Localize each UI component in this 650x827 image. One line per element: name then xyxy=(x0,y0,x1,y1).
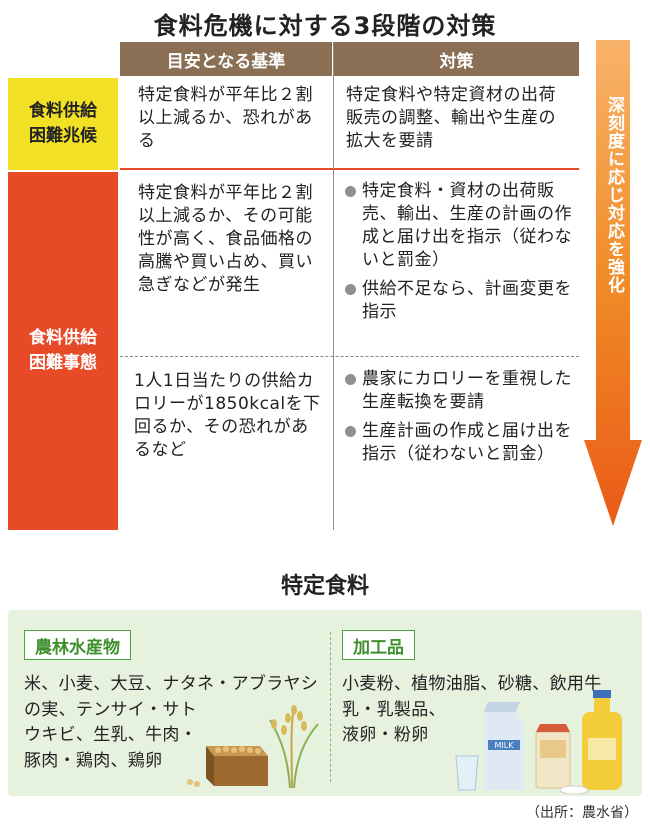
section-title: 特定食料 xyxy=(280,574,369,599)
stage-label-warning: 食料供給 困難兆候 xyxy=(8,78,118,170)
column-divider xyxy=(333,42,334,530)
severity-arrow xyxy=(584,40,642,526)
measures-list-crisis-1: 特定食料・資材の出荷販売、輸出、生産の計画の作成と届け出を指示（従わないと罰金）… xyxy=(342,180,574,330)
item-line: 乳・乳製品、 xyxy=(342,699,446,720)
criteria-cell-crisis-2: 1人1日当たりの供給カロリーが1850kcalを下回るか、その恐れがあるなど xyxy=(134,371,321,460)
dashed-row-divider xyxy=(120,356,579,357)
measure-item: 特定食料・資材の出荷販売、輸出、生産の計画の作成と届け出を指示（従わないと罰金） xyxy=(342,180,574,272)
item-line: 米、小麦、大豆、ナタネ・アブラヤシ xyxy=(24,674,319,694)
processed-items: 小麦粉、植物油脂、砂糖、飲用牛 乳・乳製品、 液卵・粉卵 xyxy=(342,672,632,749)
stage-label-line: 困難事態 xyxy=(29,353,97,373)
measure-item: 供給不足なら、計画変更を指示 xyxy=(342,278,574,324)
arrow-label: 深刻度に応じ対応を強化 xyxy=(604,96,624,294)
agricultural-items: 米、小麦、大豆、ナタネ・アブラヤシ の実、テンサイ・サト ウキビ、生乳、牛肉・ … xyxy=(24,672,324,774)
grain-illustration-icon xyxy=(187,705,319,789)
item-line: ウキビ、生乳、牛肉・ xyxy=(24,725,197,745)
item-line: の実、テンサイ・サト xyxy=(24,699,197,720)
processed-food-illustration-icon: MILK xyxy=(455,690,622,794)
stage-label-line: 食料供給 xyxy=(29,101,97,122)
stage-label-line: 困難兆候 xyxy=(29,126,97,146)
item-line: 小麦粉、植物油脂、砂糖、飲用牛 xyxy=(342,674,602,694)
criteria-cell-crisis-1: 特定食料が平年比２割以上減るか、その可能性が高く、食品価格の高騰や買い占め、買い… xyxy=(138,183,313,295)
measures-cell-warning: 特定食料や特定資材の出荷販売の調整、輸出や生産の拡大を要請 xyxy=(346,85,556,151)
category-tag-processed: 加工品 xyxy=(342,630,415,660)
column-header-criteria: 目安となる基準 xyxy=(120,42,332,76)
measure-item: 生産計画の作成と届け出を指示（従わないと罰金） xyxy=(342,420,574,466)
measure-item: 農家にカロリーを重視した生産転換を要請 xyxy=(342,368,574,414)
criteria-cell-warning: 特定食料が平年比２割以上減るか、恐れがある xyxy=(138,85,313,151)
chart-title: 食料危機に対する3段階の対策 xyxy=(153,12,497,40)
item-line: 液卵・粉卵 xyxy=(342,725,429,745)
column-header-measures: 対策 xyxy=(334,42,579,76)
milk-label: MILK xyxy=(495,741,515,750)
category-tag-agricultural: 農林水産物 xyxy=(24,630,131,660)
stage-label-line: 食料供給 xyxy=(29,328,97,349)
measures-list-crisis-2: 農家にカロリーを重視した生産転換を要請 生産計画の作成と届け出を指示（従わないと… xyxy=(342,368,574,472)
stage-label-crisis: 食料供給 困難事態 xyxy=(8,172,118,530)
row-divider xyxy=(120,78,579,170)
panel-divider xyxy=(330,632,331,782)
item-line: 豚肉・鶏肉、鶏卵 xyxy=(24,750,163,771)
source-note: （出所：農水省） xyxy=(526,805,638,821)
